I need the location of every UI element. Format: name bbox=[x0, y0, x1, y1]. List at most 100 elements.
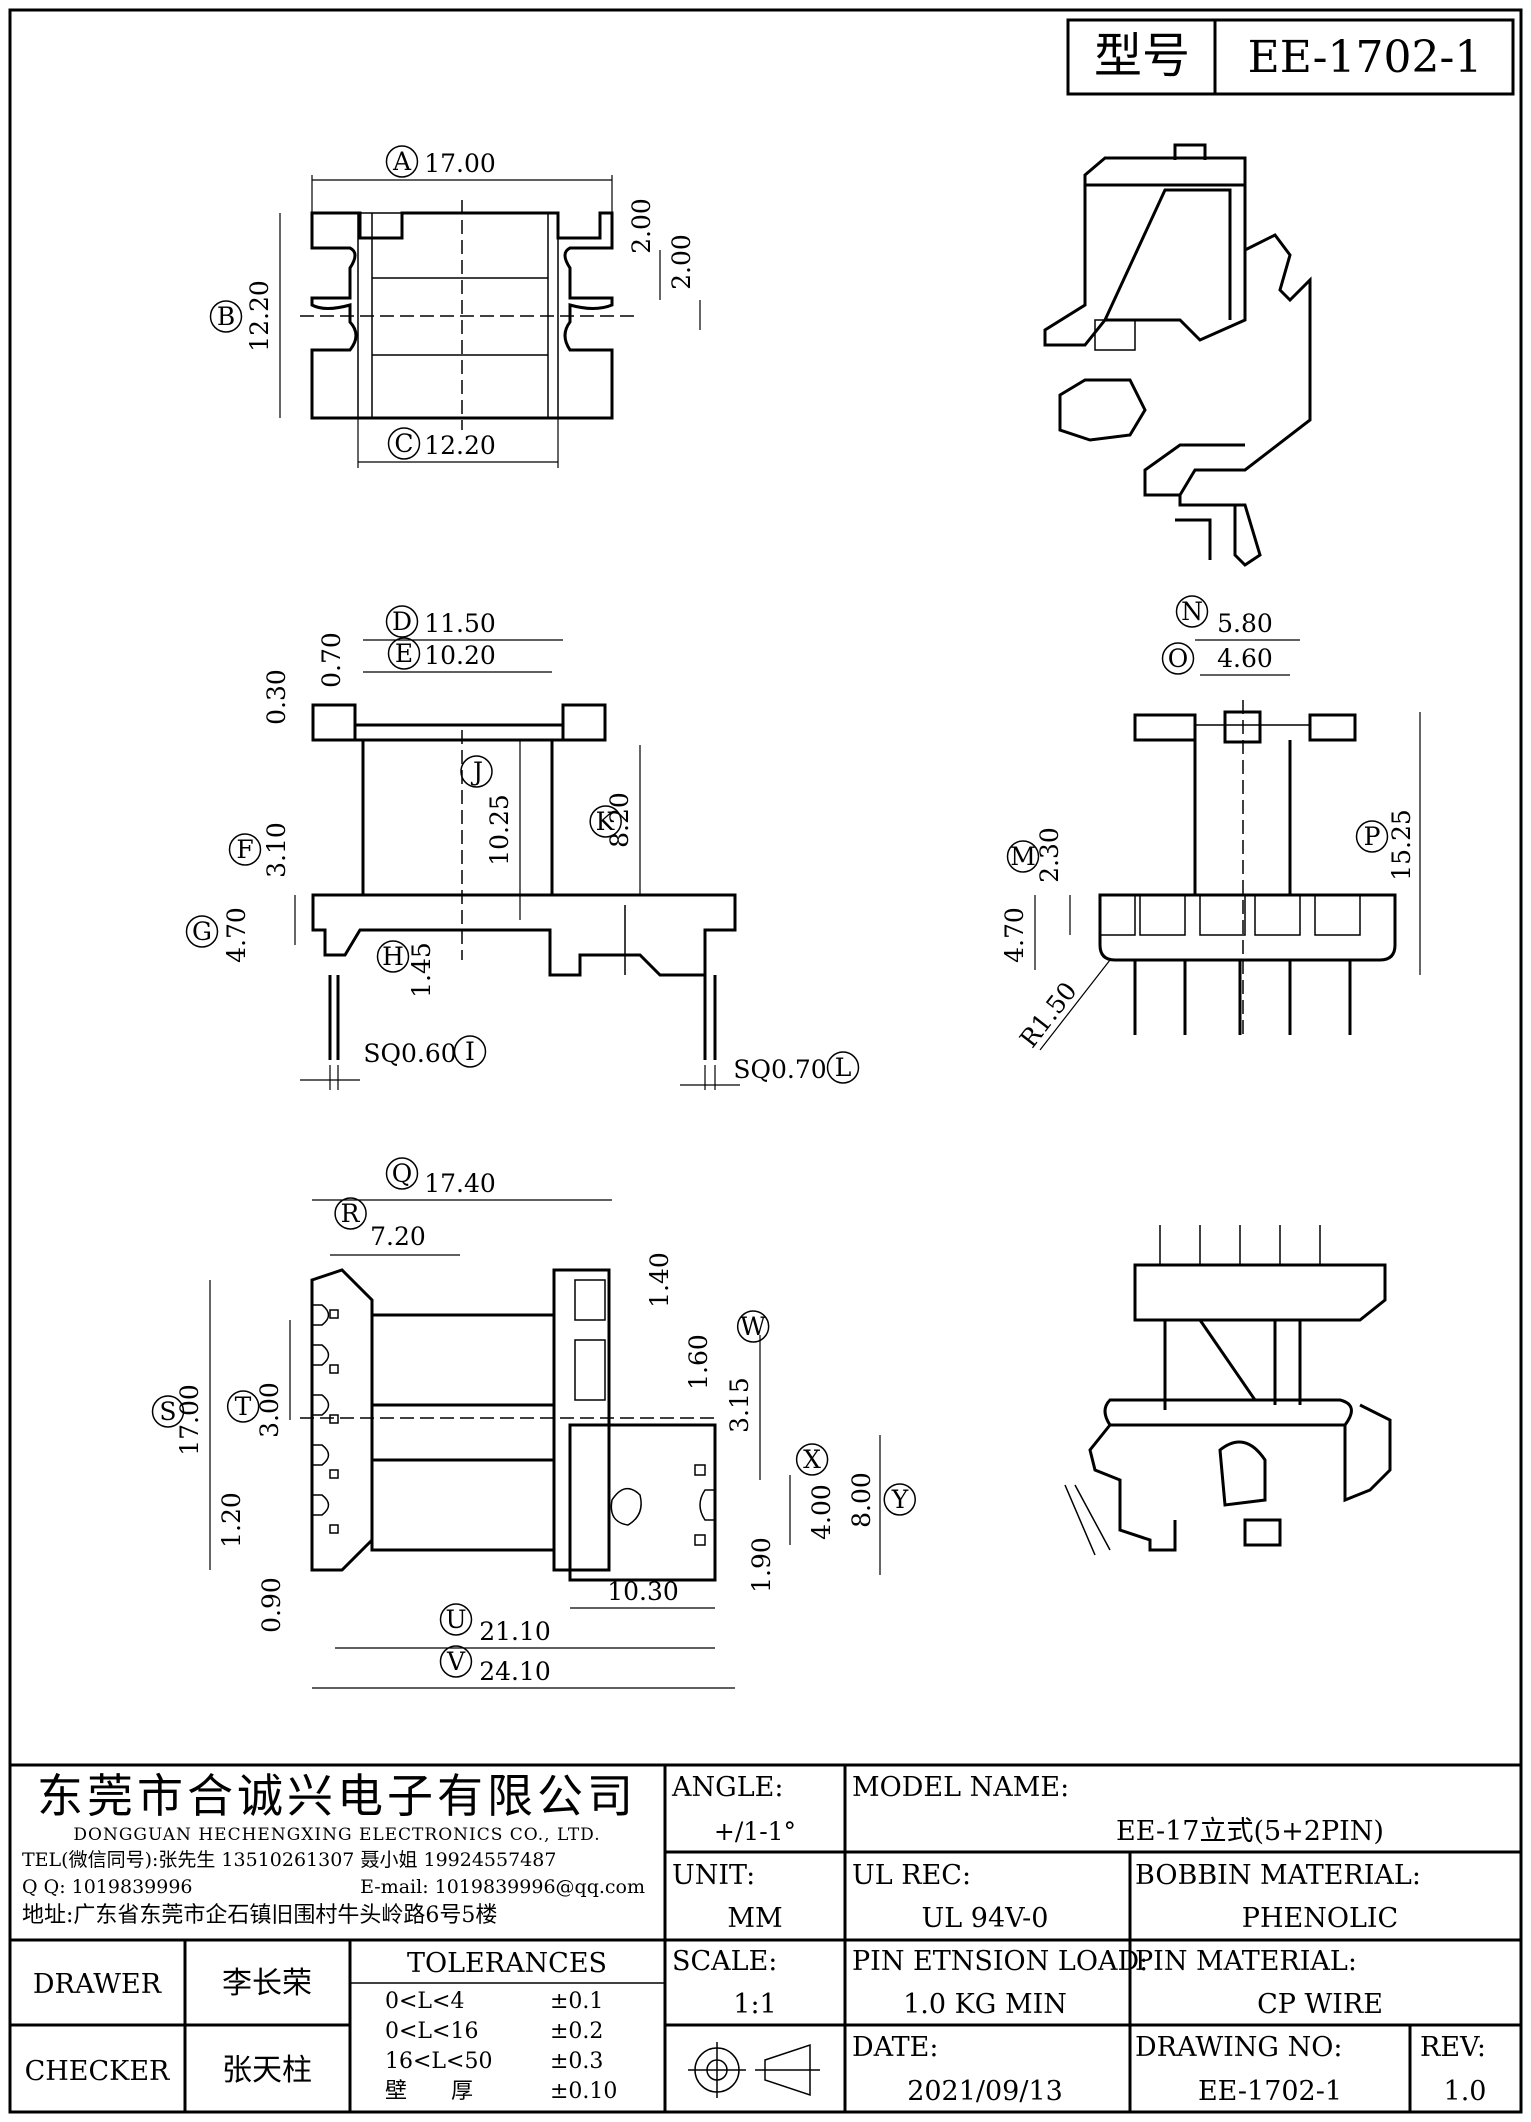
dim-e-value: 10.20 bbox=[424, 641, 496, 670]
date-value: 2021/09/13 bbox=[907, 2076, 1063, 2107]
dim-side-height: 4.70 bbox=[1000, 907, 1029, 963]
iso-view-bottom bbox=[1064, 1225, 1392, 1556]
tolerances-title: TOLERANCES bbox=[407, 1948, 607, 1979]
dim-slot-a: 2.00 bbox=[627, 198, 656, 254]
pin-material-label: PIN MATERIAL: bbox=[1135, 1946, 1357, 1977]
dim-thin-a: 0.30 bbox=[262, 669, 291, 725]
ref-letter-circle bbox=[209, 300, 243, 333]
tolerance-range-4: 壁 厚 bbox=[385, 2079, 473, 2104]
projection-symbol-icon bbox=[688, 2042, 820, 2098]
dim-x-value: 4.00 bbox=[807, 1484, 836, 1540]
dim-w-label: W bbox=[740, 1312, 766, 1341]
dim-v-value: 24.10 bbox=[479, 1657, 551, 1686]
model-header-value: EE-1702-1 bbox=[1248, 32, 1483, 83]
iso-view-top bbox=[1043, 143, 1312, 567]
dim-e-label: E bbox=[395, 639, 413, 668]
tolerance-range-1: 0<L<4 bbox=[385, 1989, 464, 2014]
ref-letter-circle bbox=[1175, 595, 1209, 628]
ref-letter-circle bbox=[387, 637, 421, 670]
unit-label: UNIT: bbox=[672, 1860, 755, 1891]
front-view: D 11.50 E 10.20 0.30 0.70 J 10.25 K 8.20… bbox=[185, 605, 860, 1090]
ul-value: UL 94V-0 bbox=[922, 1903, 1049, 1934]
dim-i-label: I bbox=[465, 1037, 475, 1066]
dim-base-length: 10.30 bbox=[607, 1577, 679, 1606]
tolerance-range-3: 16<L<50 bbox=[385, 2049, 492, 2074]
dim-c-label: C bbox=[394, 429, 413, 458]
dim-n-label: N bbox=[1181, 597, 1203, 626]
angle-value: +/1-1° bbox=[714, 1817, 796, 1846]
dim-h-value: 1.45 bbox=[407, 942, 436, 998]
dim-w-value: 3.15 bbox=[725, 1377, 754, 1433]
dim-m-label: M bbox=[1010, 842, 1036, 871]
ul-label: UL REC: bbox=[852, 1860, 971, 1891]
ref-letter-circle bbox=[226, 1390, 260, 1423]
bobbin-material-value: PHENOLIC bbox=[1242, 1903, 1398, 1934]
ref-letter-circle bbox=[439, 1603, 473, 1636]
dim-n-value: 5.80 bbox=[1217, 609, 1273, 638]
ref-letter-circle bbox=[334, 1197, 367, 1230]
date-label: DATE: bbox=[852, 2032, 938, 2063]
drawer-name: 李长荣 bbox=[222, 1966, 312, 2001]
checker-name: 张天柱 bbox=[222, 2053, 312, 2088]
dim-j-value: 10.25 bbox=[485, 794, 514, 866]
dim-b-label: B bbox=[217, 302, 235, 331]
dim-k-value: 8.20 bbox=[605, 792, 634, 848]
dim-pin-pitch: 1.20 bbox=[217, 1492, 246, 1548]
dim-f-label: F bbox=[236, 835, 253, 864]
ref-letter-circle bbox=[439, 1645, 473, 1678]
dim-s-value: 17.00 bbox=[175, 1384, 204, 1456]
ref-letter-circle bbox=[385, 605, 419, 638]
angle-label: ANGLE: bbox=[671, 1772, 783, 1803]
dim-c-value: 12.20 bbox=[424, 431, 496, 460]
dim-i-value: SQ0.60 bbox=[363, 1039, 456, 1068]
company-name-en: DONGGUAN HECHENGXING ELECTRONICS CO., LT… bbox=[73, 1825, 600, 1845]
ref-letter-circle bbox=[1161, 642, 1195, 675]
tolerance-value-1: ±0.1 bbox=[550, 1989, 603, 2014]
dim-t-label: T bbox=[235, 1392, 252, 1421]
dim-d-value: 11.50 bbox=[424, 609, 496, 638]
drawing-border bbox=[8, 8, 1523, 2114]
ref-letter-circle bbox=[736, 1310, 770, 1343]
model-name-value: EE-17立式(5+2PIN) bbox=[1116, 1816, 1384, 1847]
ref-letter-circle bbox=[151, 1395, 185, 1428]
dim-x-label: X bbox=[803, 1445, 821, 1474]
unit-value: MM bbox=[727, 1903, 782, 1934]
dim-o-label: O bbox=[1168, 644, 1189, 673]
dim-l-value: SQ0.70 bbox=[733, 1055, 826, 1084]
dim-a-label: A bbox=[392, 147, 412, 176]
scale-value: 1:1 bbox=[733, 1989, 776, 2020]
ref-letter-circle bbox=[589, 805, 622, 838]
title-block: 东莞市合诚兴电子有限公司 DONGGUAN HECHENGXING ELECTR… bbox=[10, 1763, 1521, 2112]
tolerance-range-2: 0<L<16 bbox=[385, 2019, 478, 2044]
pin-load-label: PIN ETNSION LOAD: bbox=[852, 1946, 1148, 1977]
side-view: N 5.80 O 4.60 M 2.30 P 15.25 4.70 R1.50 bbox=[1000, 595, 1421, 1053]
dim-k-label: K bbox=[596, 807, 616, 836]
dim-radius: R1.50 bbox=[1014, 976, 1083, 1053]
dim-y-value: 8.00 bbox=[847, 1472, 876, 1528]
dim-m-value: 2.30 bbox=[1035, 827, 1064, 883]
model-header: 型号 EE-1702-1 bbox=[1066, 18, 1515, 96]
rev-value: 1.0 bbox=[1444, 2076, 1487, 2107]
dim-u-value: 21.10 bbox=[479, 1617, 551, 1646]
dim-q-value: 17.40 bbox=[424, 1169, 496, 1198]
tolerance-value-4: ±0.10 bbox=[550, 2079, 617, 2104]
dim-b-value: 12.20 bbox=[245, 280, 274, 352]
dim-p-value: 15.25 bbox=[1387, 809, 1416, 881]
model-name-label: MODEL NAME: bbox=[852, 1772, 1069, 1803]
dim-t-value: 3.00 bbox=[255, 1382, 284, 1438]
company-tel: TEL(微信同号):张先生 13510261307 聂小姐 1992455748… bbox=[22, 1849, 556, 1871]
dim-flange-a: 1.40 bbox=[645, 1252, 674, 1308]
dim-v-label: V bbox=[446, 1647, 466, 1676]
dim-j-label: J bbox=[470, 757, 483, 786]
ref-letter-circle bbox=[883, 1483, 916, 1516]
dim-u-label: U bbox=[445, 1605, 466, 1634]
dim-s-label: S bbox=[159, 1397, 176, 1426]
dim-p-label: P bbox=[1364, 822, 1381, 851]
bottom-view: Q 17.40 R 7.20 S 17.00 T 3.00 1.20 0.90 … bbox=[151, 1157, 916, 1689]
dim-f-value: 3.10 bbox=[262, 822, 291, 878]
ref-letter-circle bbox=[1355, 820, 1389, 853]
scale-label: SCALE: bbox=[672, 1946, 777, 1977]
tolerance-value-2: ±0.2 bbox=[550, 2019, 603, 2044]
drawing-no-value: EE-1702-1 bbox=[1198, 2076, 1342, 2107]
dim-flange-b: 1.60 bbox=[684, 1334, 713, 1390]
